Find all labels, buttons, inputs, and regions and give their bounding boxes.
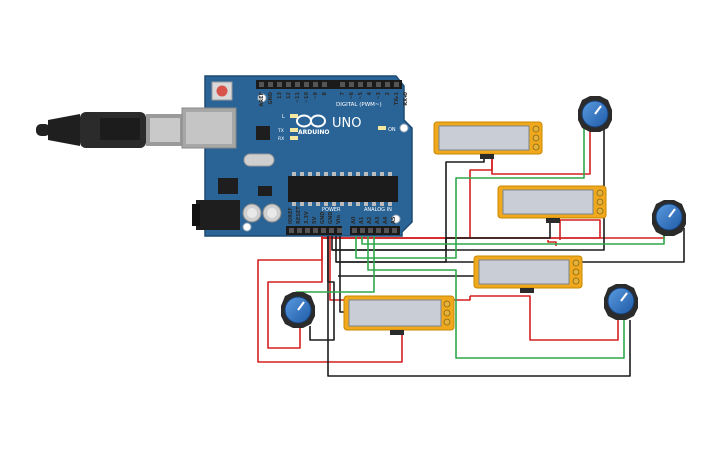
pin-label: GND bbox=[320, 212, 326, 224]
wire-black bbox=[332, 128, 605, 251]
bar-module[interactable] bbox=[343, 295, 455, 335]
bar-module[interactable] bbox=[473, 255, 583, 293]
pin-label: AREF bbox=[259, 92, 265, 107]
pin-label: GND bbox=[268, 92, 274, 104]
wire-red bbox=[267, 236, 323, 349]
on-led-label: ON bbox=[388, 127, 396, 133]
pin-label: A4 bbox=[383, 216, 389, 224]
wire-black bbox=[331, 158, 485, 251]
pin-label: 4 bbox=[367, 91, 373, 95]
pin-label: A5 bbox=[391, 216, 397, 224]
wire-green bbox=[355, 126, 585, 259]
potentiometer-knob-icon[interactable] bbox=[578, 96, 612, 132]
bar-module[interactable] bbox=[497, 185, 607, 223]
arduino-board bbox=[181, 75, 413, 237]
wire-black bbox=[327, 236, 631, 377]
arduino-logo-icon bbox=[296, 114, 326, 128]
wire-black bbox=[309, 236, 335, 341]
usb-cable bbox=[36, 112, 182, 148]
pin-label: Vin bbox=[336, 215, 342, 224]
wire-red bbox=[470, 295, 619, 341]
wire-black bbox=[336, 220, 551, 263]
pin-label: 5V bbox=[312, 217, 318, 224]
pin-label: IOREF bbox=[288, 207, 294, 224]
pin-label: A2 bbox=[367, 216, 373, 224]
wire-red bbox=[547, 240, 557, 246]
power-header-label: POWER bbox=[322, 207, 341, 213]
potentiometer-knob-icon[interactable] bbox=[281, 292, 315, 328]
pin-label: ~5 bbox=[358, 91, 364, 99]
pin-label: 12 bbox=[286, 91, 292, 98]
pin-label: 2 bbox=[385, 91, 391, 95]
pin-label: ~9 bbox=[313, 91, 319, 99]
bar-module[interactable] bbox=[433, 121, 543, 159]
potentiometer-knob-icon[interactable] bbox=[604, 284, 638, 320]
rx-led-label: RX bbox=[278, 136, 284, 142]
pin-label: 7 bbox=[340, 91, 346, 95]
pin-label: ~11 bbox=[295, 91, 301, 103]
pin-label: ~3 bbox=[376, 91, 382, 99]
pin-label: 13 bbox=[277, 91, 283, 98]
pin-label: ~10 bbox=[304, 91, 310, 103]
wire-red bbox=[491, 128, 591, 175]
pin-label: 8 bbox=[322, 91, 328, 95]
pin-label: A3 bbox=[375, 216, 381, 224]
wire-red bbox=[329, 236, 471, 301]
pin-label: A0 bbox=[351, 216, 357, 224]
pin-label: TX▸1 bbox=[394, 91, 400, 105]
pin-label: GND bbox=[328, 212, 334, 224]
board-model-label: UNO bbox=[332, 116, 361, 131]
l-led-label: L bbox=[282, 114, 285, 120]
digital-header-label: DIGITAL (PWM~) bbox=[336, 102, 382, 108]
tx-led-label: TX bbox=[277, 128, 284, 134]
wire-green bbox=[367, 236, 625, 359]
wire-green bbox=[361, 232, 665, 245]
analog-header-label: ANALOG IN bbox=[364, 207, 392, 213]
pin-label: 3.3V bbox=[304, 211, 310, 224]
pin-label: RX◂0 bbox=[403, 91, 409, 105]
potentiometer-knob-icon[interactable] bbox=[652, 200, 686, 236]
pin-label: RESET bbox=[296, 206, 302, 224]
pin-label: A1 bbox=[359, 216, 365, 224]
arduino-brand-label: ARDUINO bbox=[298, 129, 329, 136]
pin-label: ~6 bbox=[349, 91, 355, 99]
